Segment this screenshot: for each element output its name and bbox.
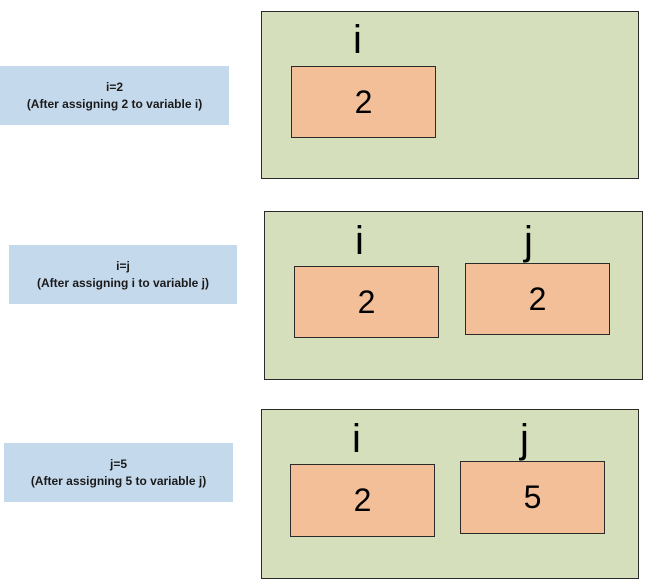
step-3-variable-i-name: i bbox=[352, 417, 361, 461]
step-2-caption-description: (After assigning i to variable j) bbox=[36, 275, 210, 290]
step-3-variable-j-name: j bbox=[520, 417, 529, 461]
step-2-variable-i-box: 2 bbox=[294, 266, 439, 338]
step-2-memory-panel: i 2 j 2 bbox=[264, 211, 643, 380]
step-1-variable-i-box: 2 bbox=[291, 66, 436, 138]
step-1-caption: i=2 (After assigning 2 to variable i) bbox=[0, 66, 229, 125]
step-2-caption-code: i=j bbox=[116, 258, 130, 273]
step-2-caption: i=j (After assigning i to variable j) bbox=[9, 245, 237, 304]
step-3-variable-j-box: 5 bbox=[460, 461, 605, 534]
step-1-caption-description: (After assigning 2 to variable i) bbox=[26, 96, 203, 111]
step-3-caption-code: j=5 bbox=[109, 456, 127, 471]
step-2-variable-j-name: j bbox=[524, 219, 533, 263]
step-2-variable-i-name: i bbox=[355, 219, 364, 263]
step-3-variable-i-value: 2 bbox=[353, 482, 372, 518]
step-1-variable-i-value: 2 bbox=[354, 83, 373, 120]
step-1-variable-i-name: i bbox=[353, 18, 362, 62]
step-3-caption: j=5 (After assigning 5 to variable j) bbox=[4, 443, 233, 502]
step-2-variable-j-box: 2 bbox=[465, 263, 610, 335]
step-3-memory-panel: i 2 j 5 bbox=[261, 409, 639, 579]
step-2-variable-j-value: 2 bbox=[528, 280, 547, 317]
step-3-caption-description: (After assigning 5 to variable j) bbox=[30, 473, 207, 488]
step-1-memory-panel: i 2 bbox=[261, 11, 639, 179]
step-3-variable-j-value: 5 bbox=[523, 479, 542, 515]
step-1-caption-code: i=2 bbox=[105, 79, 123, 94]
step-2-variable-i-value: 2 bbox=[357, 283, 376, 320]
step-3-variable-i-box: 2 bbox=[290, 464, 435, 537]
